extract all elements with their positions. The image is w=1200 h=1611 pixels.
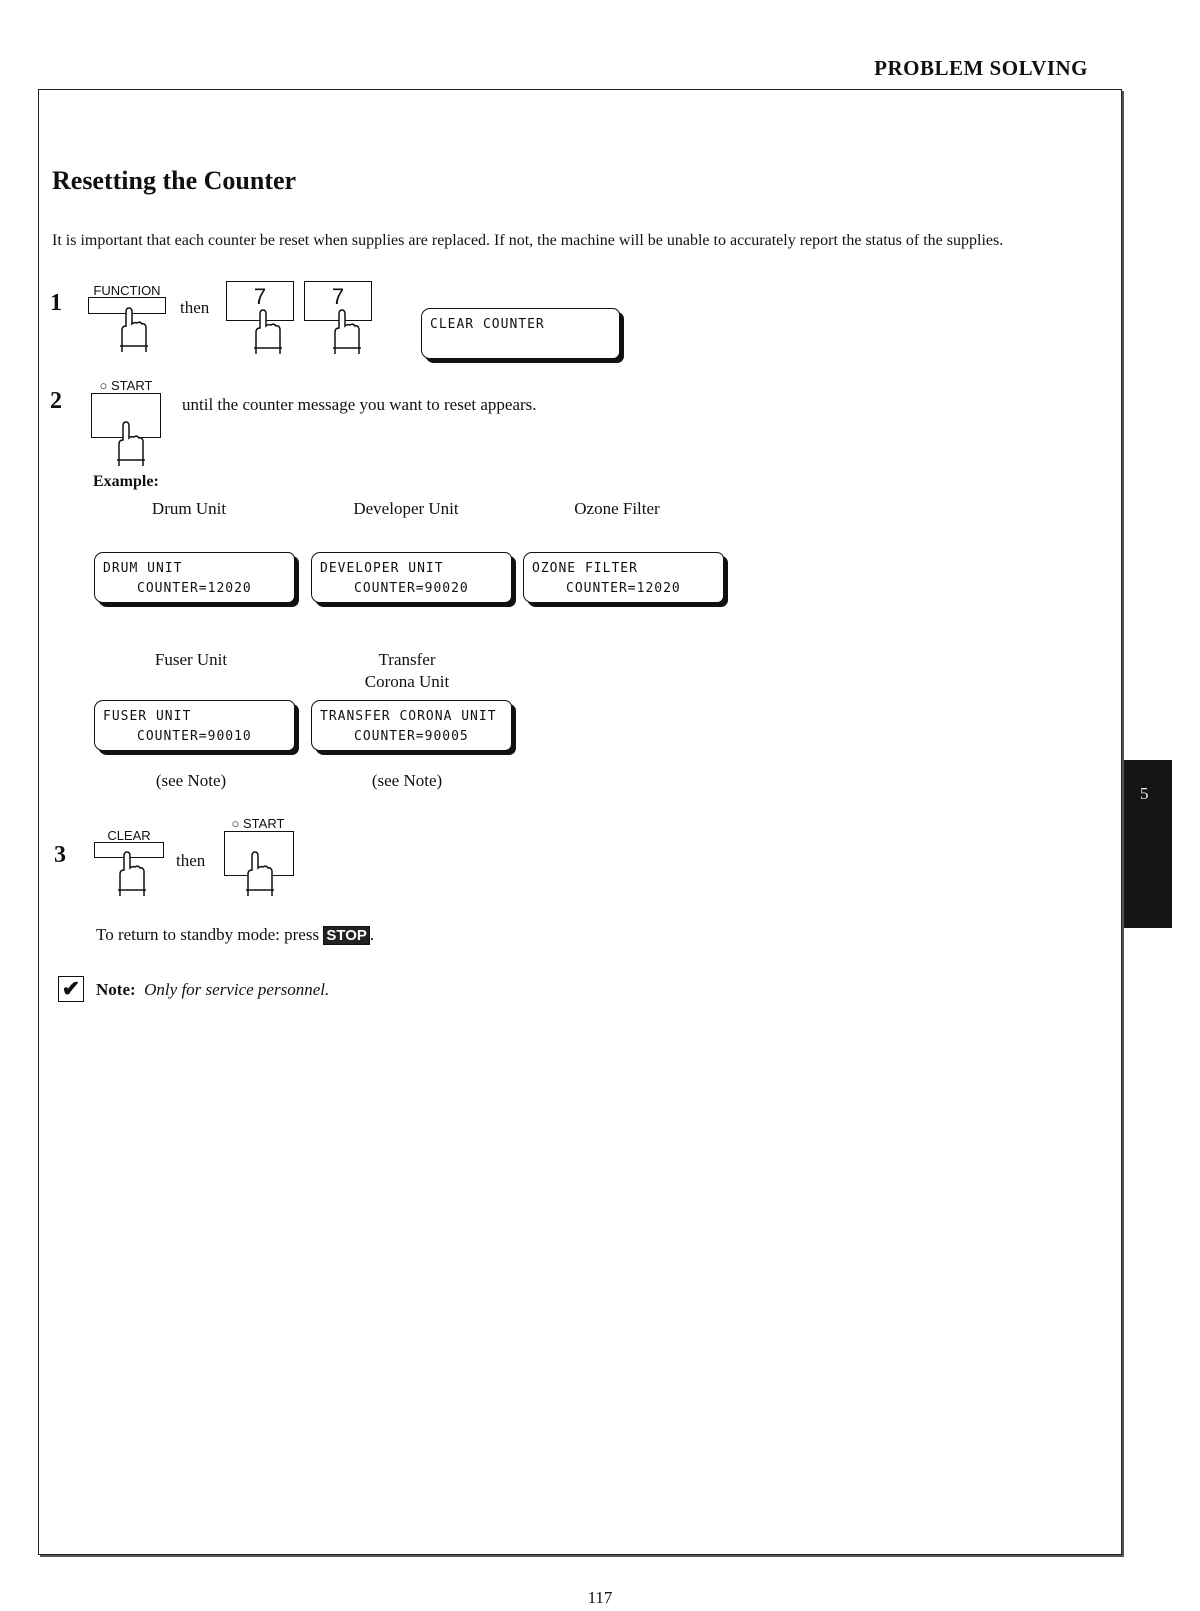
intro-paragraph: It is important that each counter be res… xyxy=(52,232,1004,249)
lcd-line-1: OZONE FILTER xyxy=(532,561,638,576)
start-key-label: ○ START xyxy=(99,378,153,393)
pointing-hand-icon xyxy=(120,307,148,352)
section-header: PROBLEM SOLVING xyxy=(874,56,1088,80)
key-7-label: 7 xyxy=(253,284,267,309)
note: Note: Only for service personnel. xyxy=(96,980,329,1000)
page-frame xyxy=(38,89,1122,1555)
note-text: Only for service personnel. xyxy=(144,980,330,999)
then-text: then xyxy=(180,298,210,317)
see-note-fuser: (see Note) xyxy=(155,771,227,790)
lcd-ozone-filter: OZONE FILTER COUNTER=12020 xyxy=(523,552,724,603)
standby-end: . xyxy=(369,925,375,944)
lcd-developer-unit: DEVELOPER UNIT COUNTER=90020 xyxy=(311,552,512,603)
lcd-clear-counter: CLEAR COUNTER xyxy=(421,308,620,359)
standby-text: To return to standby mode: press xyxy=(96,925,324,944)
function-key-label: FUNCTION xyxy=(93,283,161,298)
note-label: Note: xyxy=(96,980,136,999)
then-text: then xyxy=(176,851,206,870)
step-2-number: 2 xyxy=(50,388,62,414)
lcd-line-1: CLEAR COUNTER xyxy=(430,317,545,332)
lcd-transfer-corona-unit: TRANSFER CORONA UNIT COUNTER=90005 xyxy=(311,700,512,751)
lcd-line-2: COUNTER=12020 xyxy=(137,581,252,596)
step-2-text: until the counter message you want to re… xyxy=(182,395,537,414)
key-7-second: 7 xyxy=(304,281,372,321)
lcd-line-2: COUNTER=12020 xyxy=(566,581,681,596)
chapter-tab-number: 5 xyxy=(1140,784,1149,803)
start-label-text: START xyxy=(111,378,153,393)
example-label: Example: xyxy=(93,473,159,490)
standby-instruction: To return to standby mode: press STOP. xyxy=(96,925,374,945)
start-label-text: START xyxy=(243,816,285,831)
step-3-number: 3 xyxy=(54,842,66,868)
lcd-line-2: COUNTER=90010 xyxy=(137,729,252,744)
key-7-label: 7 xyxy=(331,284,345,309)
caption-fuser-unit: Fuser Unit xyxy=(154,650,228,669)
pointing-hand-icon xyxy=(117,421,145,466)
lcd-line-1: TRANSFER CORONA UNIT xyxy=(320,709,497,724)
lcd-line-1: DRUM UNIT xyxy=(103,561,183,576)
lcd-line-2: COUNTER=90020 xyxy=(354,581,469,596)
caption-developer-unit: Developer Unit xyxy=(353,499,459,518)
page-title: Resetting the Counter xyxy=(52,166,297,195)
pointing-hand-icon xyxy=(333,309,361,354)
caption-drum-unit: Drum Unit xyxy=(151,499,227,518)
page-number: 117 xyxy=(587,1588,613,1607)
caption-ozone-filter: Ozone Filter xyxy=(574,499,660,518)
caption-transfer: Transfer xyxy=(378,650,436,669)
lcd-drum-unit: DRUM UNIT COUNTER=12020 xyxy=(94,552,295,603)
chapter-tab: 5 xyxy=(1124,760,1172,928)
lcd-line-1: DEVELOPER UNIT xyxy=(320,561,444,576)
pointing-hand-icon xyxy=(118,851,146,896)
start-key-label: ○ START xyxy=(231,816,285,831)
clear-key-label: CLEAR xyxy=(107,828,151,843)
pointing-hand-icon xyxy=(246,851,274,896)
step-1-number: 1 xyxy=(50,290,62,316)
see-note-transfer: (see Note) xyxy=(371,771,443,790)
lcd-line-1: FUSER UNIT xyxy=(103,709,192,724)
check-icon: ✔ xyxy=(58,976,84,1002)
caption-corona-unit: Corona Unit xyxy=(364,672,450,691)
lcd-line-2: COUNTER=90005 xyxy=(354,729,469,744)
stop-key: STOP xyxy=(323,926,370,945)
lcd-fuser-unit: FUSER UNIT COUNTER=90010 xyxy=(94,700,295,751)
pointing-hand-icon xyxy=(254,309,282,354)
